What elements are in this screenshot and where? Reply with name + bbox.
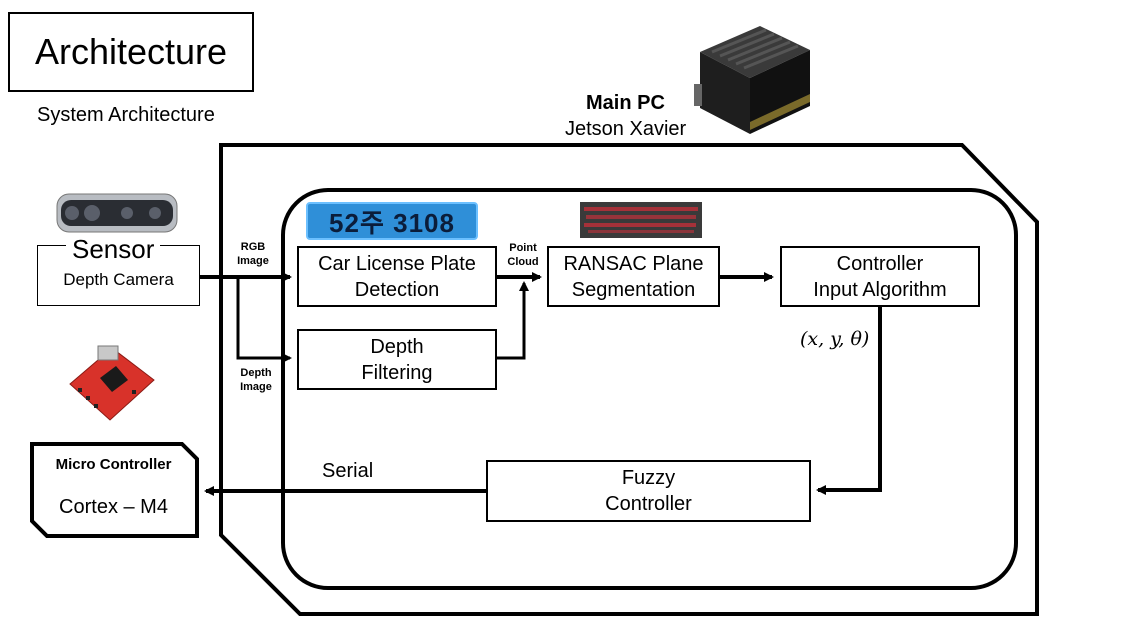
micro-frame	[30, 442, 199, 538]
point-cloud-label: Point Cloud	[499, 241, 547, 269]
depth-filtering-block: Depth Filtering	[297, 329, 497, 390]
ransac-line2: Segmentation	[571, 278, 696, 301]
fuzzy-controller-block: Fuzzy Controller	[486, 460, 811, 522]
lpd-line2: Detection	[354, 278, 440, 301]
serial-label: Serial	[322, 460, 374, 482]
mcu-board-icon	[69, 345, 155, 421]
pose-label: (x, y, θ)	[800, 328, 870, 350]
depth-image-label: Depth Image	[232, 366, 280, 394]
depth-camera-icon	[56, 193, 178, 233]
point-label-line1: Point	[509, 242, 537, 254]
fuzzy-line2: Controller	[605, 493, 692, 515]
main-pc-frame	[219, 143, 1039, 616]
micro-subtitle: Cortex – M4	[59, 496, 168, 518]
lpd-line1: Car License Plate	[318, 252, 476, 275]
page-subtitle: System Architecture	[37, 104, 215, 126]
sensor-title: Sensor	[66, 233, 161, 265]
jetson-device-icon	[694, 26, 810, 134]
license-plate-detection-block: Car License Plate Detection	[297, 246, 497, 307]
fuzzy-line1: Fuzzy	[621, 467, 676, 489]
title-box: Architecture	[8, 12, 254, 92]
controller-input-block: Controller Input Algorithm	[780, 246, 980, 307]
micro-title: Micro Controller	[55, 456, 172, 473]
depth-label-line1: Depth	[240, 367, 272, 379]
controller-line2: Input Algorithm	[813, 278, 947, 301]
controller-line1: Controller	[836, 252, 924, 275]
depth-label-line2: Image	[240, 381, 272, 393]
sensor-subtitle: Depth Camera	[63, 270, 174, 289]
rgb-label-line1: RGB	[240, 241, 266, 253]
rgb-label-line2: Image	[237, 255, 269, 267]
inner-frame	[281, 188, 1018, 590]
rgb-image-label: RGB Image	[229, 240, 277, 268]
page-title: Architecture	[34, 31, 228, 72]
depth-line1: Depth	[370, 335, 424, 358]
ransac-line1: RANSAC Plane	[563, 252, 704, 275]
ransac-segmentation-image	[580, 202, 702, 238]
main-pc-title: Main PC	[586, 92, 665, 114]
point-label-line2: Cloud	[507, 256, 539, 268]
plate-text: 52주 3108	[329, 207, 455, 238]
license-plate-image: 52주 3108	[306, 202, 478, 240]
depth-line2: Filtering	[361, 361, 433, 384]
ransac-block: RANSAC Plane Segmentation	[547, 246, 720, 307]
main-pc-subtitle: Jetson Xavier	[565, 118, 687, 140]
